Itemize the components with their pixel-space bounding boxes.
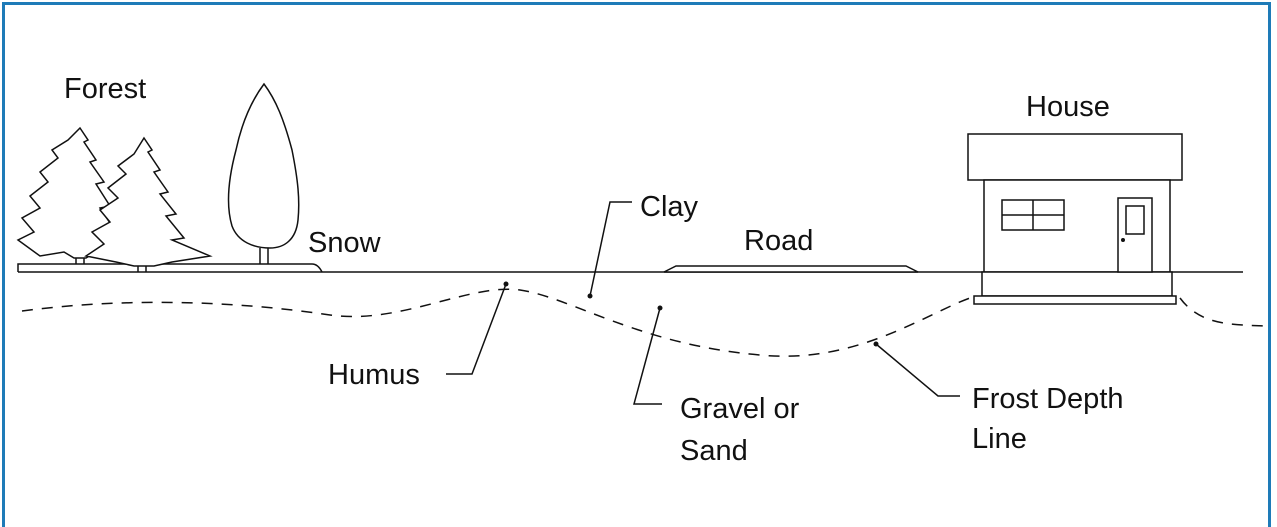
house-footing <box>973 295 1177 305</box>
label-clay: Clay <box>640 191 699 223</box>
frost-depth-line <box>21 288 977 357</box>
house-roof <box>967 133 1183 181</box>
snow-layer <box>17 263 323 273</box>
house-window <box>1001 199 1065 231</box>
house-foundation <box>981 271 1173 297</box>
frost-depth-line-right <box>1179 297 1271 327</box>
label-frost-line2: Line <box>972 423 1027 455</box>
label-snow: Snow <box>308 227 382 259</box>
conifer-tree-right <box>84 136 213 272</box>
house-door <box>1117 197 1153 273</box>
humus-leader <box>446 281 509 375</box>
label-gravel-line1: Gravel or <box>680 393 800 425</box>
clay-leader <box>587 201 632 299</box>
road-surface <box>663 265 919 273</box>
label-house: House <box>1026 91 1110 123</box>
frost-leader <box>873 341 960 397</box>
label-humus: Humus <box>328 359 420 391</box>
label-forest: Forest <box>64 73 146 105</box>
label-gravel-line2: Sand <box>680 435 748 467</box>
label-road: Road <box>744 225 813 257</box>
gravel-leader <box>633 305 663 405</box>
house <box>967 133 1183 305</box>
conifer-tree-left <box>16 126 126 264</box>
label-frost-line1: Frost Depth <box>972 383 1124 415</box>
poplar-tree <box>227 82 300 264</box>
